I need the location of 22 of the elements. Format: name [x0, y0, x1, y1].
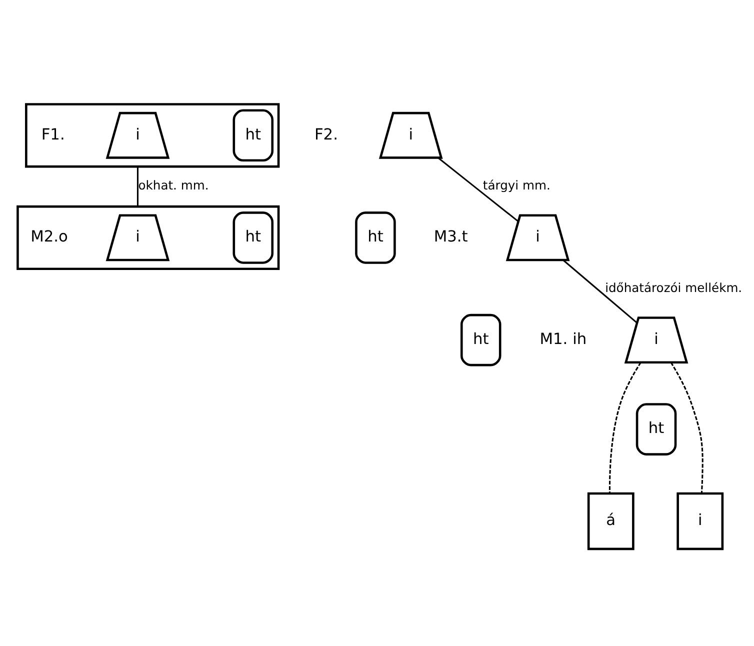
connector — [562, 259, 638, 323]
connector — [438, 156, 519, 222]
node-label: F1. — [41, 124, 65, 143]
node-box: ht — [232, 108, 274, 162]
node-box: ht — [636, 402, 677, 455]
node-box: ht — [460, 313, 502, 366]
node-label: F2. — [314, 124, 338, 143]
node-box: ht — [232, 211, 274, 264]
node-box: i — [676, 492, 724, 550]
node-label: M3.t — [434, 227, 468, 246]
node-label: M1. ih — [540, 329, 587, 348]
edge-label: tárgyi mm. — [482, 178, 550, 192]
node-box: á — [587, 492, 634, 550]
connector — [136, 166, 138, 206]
node-box: ht — [355, 211, 396, 264]
connector — [670, 362, 704, 493]
edge-label: okhat. mm. — [138, 178, 209, 192]
connector — [608, 362, 642, 493]
cluster — [16, 204, 280, 270]
node-label: M2.o — [30, 227, 68, 246]
cluster — [25, 102, 280, 168]
edge-label: időhatározói mellékm. — [605, 280, 742, 294]
